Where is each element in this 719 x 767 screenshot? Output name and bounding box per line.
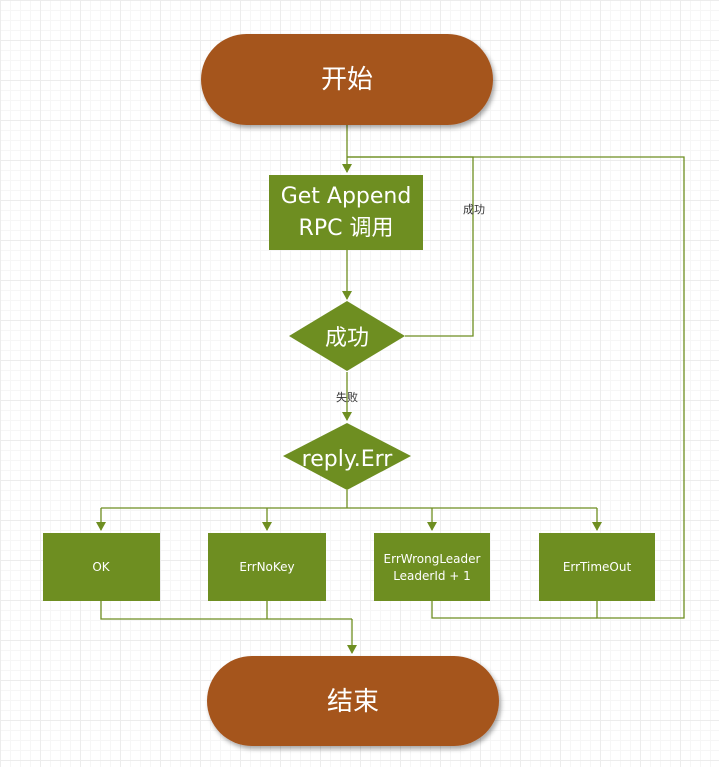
err-no-key-label: ErrNoKey <box>239 560 294 574</box>
start-node <box>201 34 493 125</box>
ok-node <box>43 533 160 601</box>
success-decision-node <box>289 301 405 371</box>
err-no-key-node <box>208 533 326 601</box>
reply-err-label: reply.Err <box>302 447 394 472</box>
reply-err-node <box>283 423 411 490</box>
ok-label: OK <box>92 560 110 574</box>
success-loop-label: 成功 <box>463 203 485 216</box>
err-wrong-leader-label-line2: LeaderId + 1 <box>393 569 471 583</box>
failure-label: 失败 <box>336 390 358 404</box>
end-node <box>207 656 499 746</box>
start-label: 开始 <box>321 65 373 95</box>
err-wrong-leader-node <box>374 533 490 601</box>
get-append-label-line1: Get Append <box>281 184 412 209</box>
edge-ok-to-end <box>100 601 352 620</box>
get-append-node <box>269 175 423 250</box>
err-wrong-leader-label-line1: ErrWrongLeader <box>384 552 481 566</box>
get-append-label-line2: RPC 调用 <box>299 216 394 241</box>
end-label: 结束 <box>327 687 379 717</box>
success-decision-label: 成功 <box>325 326 369 351</box>
edge-success-loop <box>347 156 474 337</box>
err-timeout-node <box>539 533 655 601</box>
err-timeout-label: ErrTimeOut <box>563 560 632 574</box>
edge-wrong-leader-loop <box>431 601 597 619</box>
edge-timeout-loop <box>347 156 685 619</box>
